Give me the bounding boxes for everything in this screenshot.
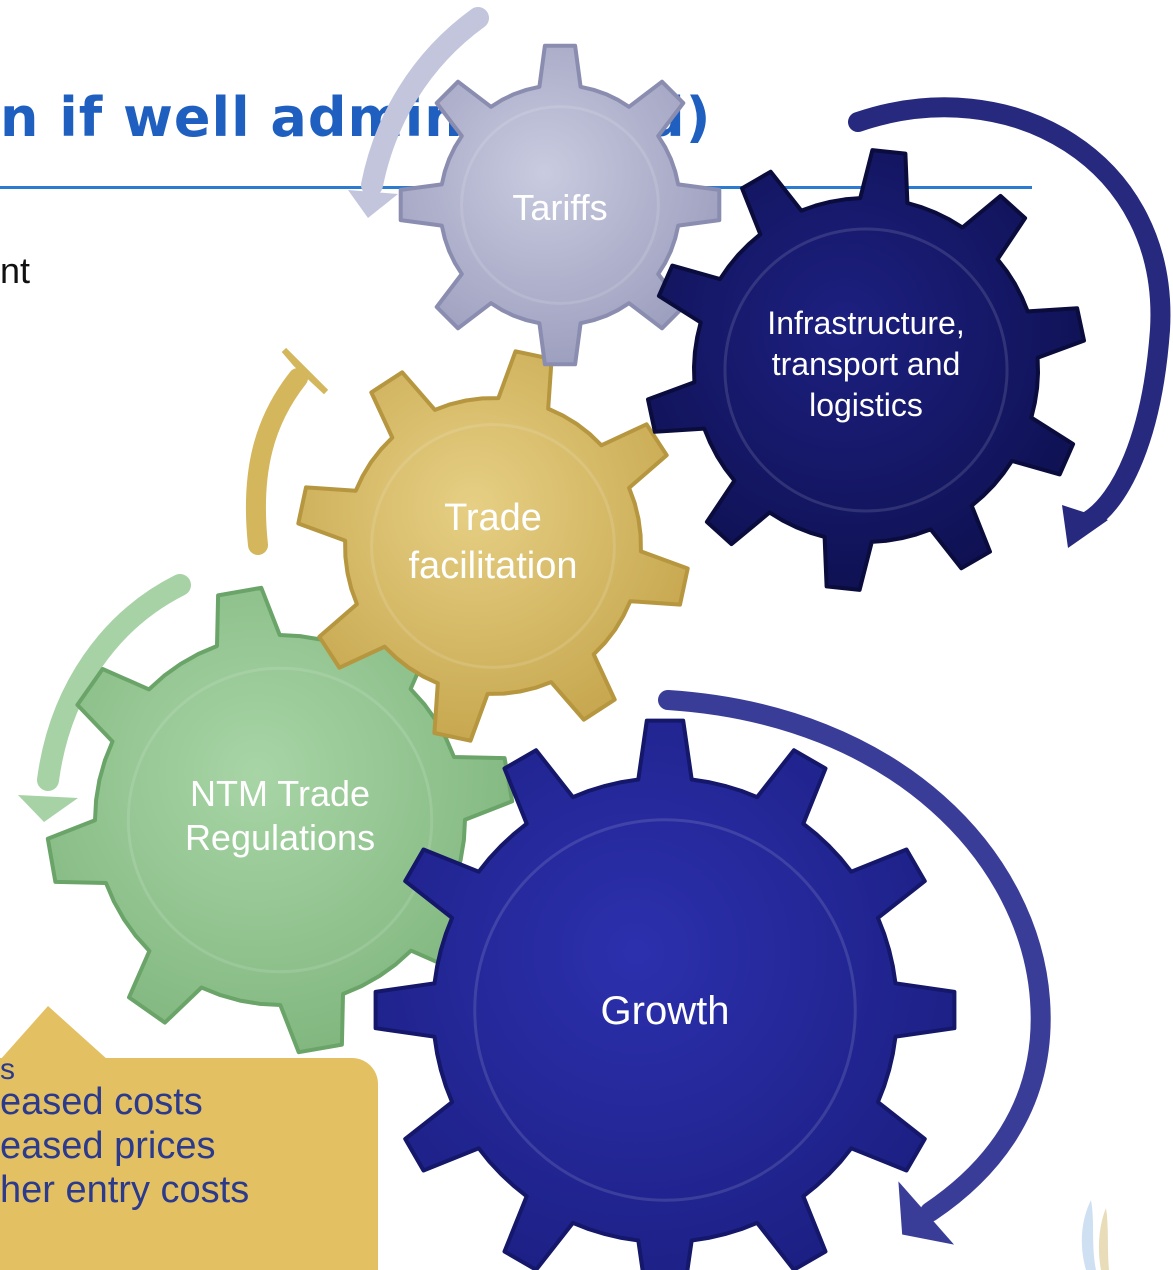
arrow-growth-head-icon: [898, 1181, 955, 1245]
gear-label-ntm-2: Regulations: [185, 817, 375, 858]
gear-tariffs: [398, 43, 722, 367]
callout-heading: s: [0, 1053, 15, 1086]
gear-trade-facilitation: [296, 349, 690, 743]
arrow-growth-icon: [658, 690, 1051, 1222]
gear-label-infrastructure-2: transport and: [772, 346, 961, 382]
corner-logo-icon: [1081, 1200, 1109, 1270]
gear-infrastructure-inner-ring: [723, 227, 1009, 513]
arrow-infra-icon: [848, 97, 1171, 530]
body-text-fragment: nt: [0, 250, 31, 291]
gear-label-tariffs: Tariffs: [512, 187, 607, 228]
arrow-trade-icon: [245, 368, 308, 555]
gear-label-trade-2: facilitation: [409, 545, 578, 587]
arrow-tariffs-head-icon: [348, 190, 398, 218]
gear-growth: [373, 718, 957, 1270]
callout-line-2: eased prices: [0, 1125, 216, 1167]
callout-box: [0, 1058, 378, 1270]
callout-line-1: eased costs: [0, 1081, 203, 1123]
gear-label-infrastructure-1: Infrastructure,: [767, 305, 964, 341]
gear-label-growth: Growth: [601, 989, 730, 1033]
callout-pointer: [0, 1006, 108, 1060]
arrow-infra-head-icon: [1062, 505, 1108, 548]
arrow-trade-head-icon: [281, 347, 329, 395]
gear-tariffs-inner-ring: [460, 105, 660, 305]
callout-text: s eased costs eased prices her entry cos…: [0, 1053, 250, 1212]
arrow-ntm-head-icon: [18, 795, 78, 822]
gear-label-infrastructure-3: logistics: [809, 387, 923, 423]
arrow-tariffs-icon: [361, 7, 489, 196]
gear-ntm-inner-ring: [126, 666, 434, 974]
gear-growth-inner-ring: [473, 818, 857, 1202]
callout-line-3: her entry costs: [0, 1169, 250, 1211]
gear-infrastructure: [646, 148, 1086, 592]
arrow-ntm-icon: [37, 574, 191, 791]
gear-label-trade-1: Trade: [444, 497, 542, 539]
gear-label-ntm-1: NTM Trade: [190, 773, 370, 814]
gear-trade-facilitation-inner-ring: [370, 423, 616, 669]
